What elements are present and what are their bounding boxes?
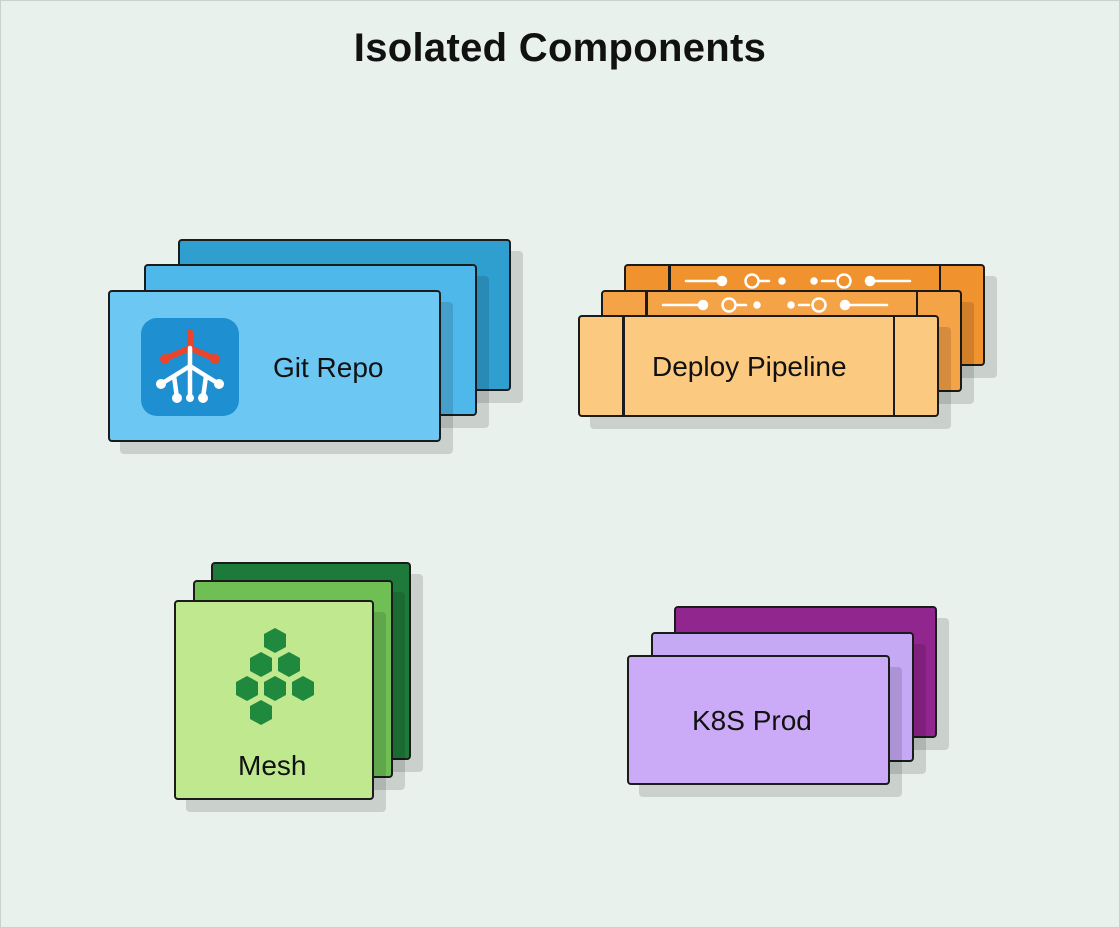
- k8s-prod-front-card: K8S Prod: [627, 655, 890, 785]
- hexagon-cluster-icon: [236, 628, 314, 725]
- deploy-pipeline-front-card: Deploy Pipeline: [578, 315, 939, 417]
- diagram-title: Isolated Components: [353, 26, 767, 70]
- k8s-prod-label: K8S Prod: [692, 705, 812, 736]
- mesh-front-card: Mesh: [174, 600, 374, 800]
- git-repo-front-card: Git Repo: [108, 290, 441, 442]
- pipeline-nodes-icon: [684, 273, 912, 289]
- mesh-label: Mesh: [238, 750, 307, 781]
- pipeline-nodes-icon: [661, 297, 889, 313]
- git-repo-label: Git Repo: [273, 352, 384, 383]
- git-branch-icon: [141, 318, 239, 416]
- deploy-pipeline-label: Deploy Pipeline: [652, 351, 847, 382]
